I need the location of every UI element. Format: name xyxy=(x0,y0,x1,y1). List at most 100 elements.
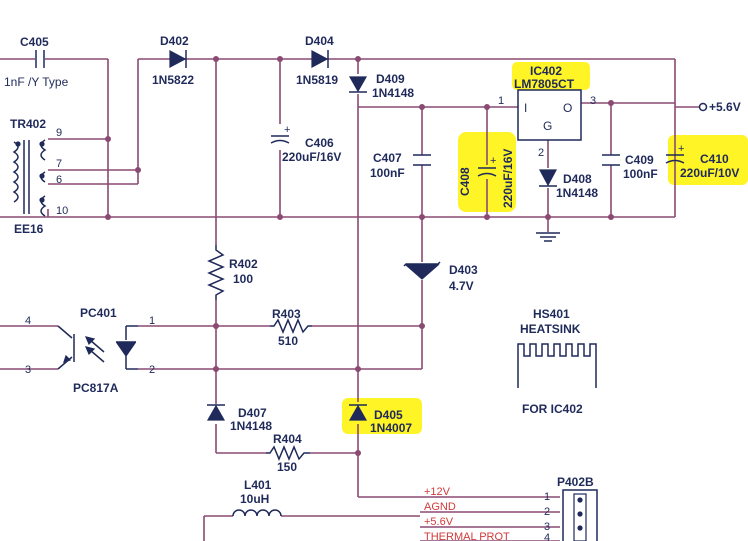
d409-ref: D409 xyxy=(376,72,405,86)
ic402-ref: IC402 xyxy=(530,64,562,78)
c410-value: 220uF/10V xyxy=(680,166,739,180)
r404-value: 150 xyxy=(277,460,297,474)
c407-ref: C407 xyxy=(373,151,402,165)
diode-d407: D407 1N4148 xyxy=(206,404,272,433)
c410-ref: C410 xyxy=(700,152,729,166)
hs401-note: FOR IC402 xyxy=(522,402,583,416)
p402b-pin-2: 2 xyxy=(544,506,550,518)
highlight-ic402 xyxy=(512,62,590,90)
net-agnd: AGND xyxy=(424,501,456,513)
d407-value: 1N4148 xyxy=(230,419,272,433)
highlight-d405 xyxy=(342,398,422,434)
d403-ref: D403 xyxy=(449,263,478,277)
d402-ref: D402 xyxy=(160,34,189,48)
hs401-type: HEATSINK xyxy=(520,322,581,336)
d408-ref: D408 xyxy=(563,172,592,186)
out-5v6-label: +5.6V xyxy=(709,100,741,114)
capacitor-c410: + C410 220uF/10V xyxy=(665,143,739,180)
tr402-core: EE16 xyxy=(14,222,44,236)
c405-ref: C405 xyxy=(20,35,49,49)
tr402-ref: TR402 xyxy=(10,117,46,131)
pc401-value: PC817A xyxy=(73,381,119,395)
net-thermal: THERMAL PROT xyxy=(424,531,510,541)
pc401-pin-4: 4 xyxy=(25,315,31,327)
c410-polarity: + xyxy=(678,143,684,155)
output-terminal: +5.6V xyxy=(698,100,741,114)
c408-ref: C408 xyxy=(458,167,472,196)
p402b-pin-4: 4 xyxy=(544,532,550,541)
pc401-pin-1: 1 xyxy=(149,315,155,327)
highlight-c408 xyxy=(458,132,516,212)
ic402-pin-2: 2 xyxy=(538,147,544,159)
d402-value: 1N5822 xyxy=(152,73,194,87)
d405-ref: D405 xyxy=(374,408,403,422)
r404-ref: R404 xyxy=(273,432,302,446)
diode-d408: D408 1N4148 xyxy=(539,169,598,200)
capacitor-c408: + C408 220uF/16V xyxy=(458,149,515,208)
net-12v: +12V xyxy=(424,486,451,498)
ic402-pin-3: 3 xyxy=(590,95,596,107)
diode-d409: D409 1N4148 xyxy=(348,72,414,100)
ic402-in-label: I xyxy=(524,101,527,115)
diode-d405: D405 1N4007 xyxy=(348,404,412,435)
d407-ref: D407 xyxy=(238,406,267,420)
tr402-pin-7: 7 xyxy=(56,158,62,170)
pc401-pin-3: 3 xyxy=(25,364,31,376)
ic402-value: LM7805CT xyxy=(514,77,575,91)
c409-value: 100nF xyxy=(623,167,658,181)
r403-ref: R403 xyxy=(272,307,301,321)
capacitor-c409: C409 100nF xyxy=(602,153,658,181)
r402-ref: R402 xyxy=(229,257,258,271)
c407-value: 100nF xyxy=(370,166,405,180)
c405-value: 1nF /Y Type xyxy=(4,75,69,89)
tr402-pin-10: 10 xyxy=(56,205,68,217)
d409-value: 1N4148 xyxy=(372,86,414,100)
resistor-r404: R404 150 xyxy=(266,432,310,474)
highlight-c410 xyxy=(668,135,748,185)
c406-value: 220uF/16V xyxy=(282,150,341,164)
d404-value: 1N5819 xyxy=(296,73,338,87)
net-5v6: +5.6V xyxy=(424,516,454,528)
l401-ref: L401 xyxy=(244,478,272,492)
c406-ref: C406 xyxy=(305,136,334,150)
d403-value: 4.7V xyxy=(449,279,474,293)
d404-ref: D404 xyxy=(305,34,334,48)
c406-polarity: + xyxy=(284,124,290,136)
ic402-pin-1: 1 xyxy=(498,95,504,107)
pc401-ref: PC401 xyxy=(80,306,117,320)
ic402-out-label: O xyxy=(563,101,572,115)
resistor-r403: R403 510 xyxy=(270,307,312,348)
inductor-l401: L401 10uH xyxy=(232,478,282,517)
c409-ref: C409 xyxy=(625,153,654,167)
hs401-ref: HS401 xyxy=(533,307,570,321)
capacitor-c407: C407 100nF xyxy=(370,151,431,180)
r403-value: 510 xyxy=(278,334,298,348)
p402b-pin-3: 3 xyxy=(544,521,550,533)
pc401-pin-2: 2 xyxy=(149,364,155,376)
transformer-tr402: TR402 9 7 6 10 EE16 xyxy=(10,117,68,236)
ic402-gnd-label: G xyxy=(543,119,552,133)
zener-d403: D403 4.7V xyxy=(403,261,478,293)
tr402-pin-6: 6 xyxy=(56,174,62,186)
junction-dots xyxy=(105,56,614,456)
heatsink-hs401: HS401 HEATSINK FOR IC402 xyxy=(517,307,597,416)
p402b-pin-1: 1 xyxy=(544,491,550,503)
diode-d404: D404 1N5819 xyxy=(296,34,338,87)
connector-p402b: P402B 1 2 3 4 xyxy=(544,475,598,541)
l401-value: 10uH xyxy=(240,492,269,506)
d405-value: 1N4007 xyxy=(370,421,412,435)
c408-polarity: + xyxy=(490,155,496,167)
p402b-ref: P402B xyxy=(557,475,594,489)
c408-value: 220uF/16V xyxy=(501,149,515,208)
resistor-r402: R402 100 xyxy=(207,245,258,300)
capacitor-c406: + C406 220uF/16V xyxy=(270,124,341,164)
r402-value: 100 xyxy=(233,272,253,286)
capacitor-c405: C405 1nF /Y Type xyxy=(4,35,69,89)
diode-d402: D402 1N5822 xyxy=(152,34,194,87)
net-labels: +12V AGND +5.6V THERMAL PROT xyxy=(424,486,510,541)
wires xyxy=(0,58,700,541)
optocoupler-pc401: PC401 PC817A 4 3 1 2 xyxy=(25,306,155,395)
ground-symbol xyxy=(536,232,560,242)
regulator-ic402: IC402 LM7805CT I O G 1 3 2 xyxy=(498,64,596,159)
